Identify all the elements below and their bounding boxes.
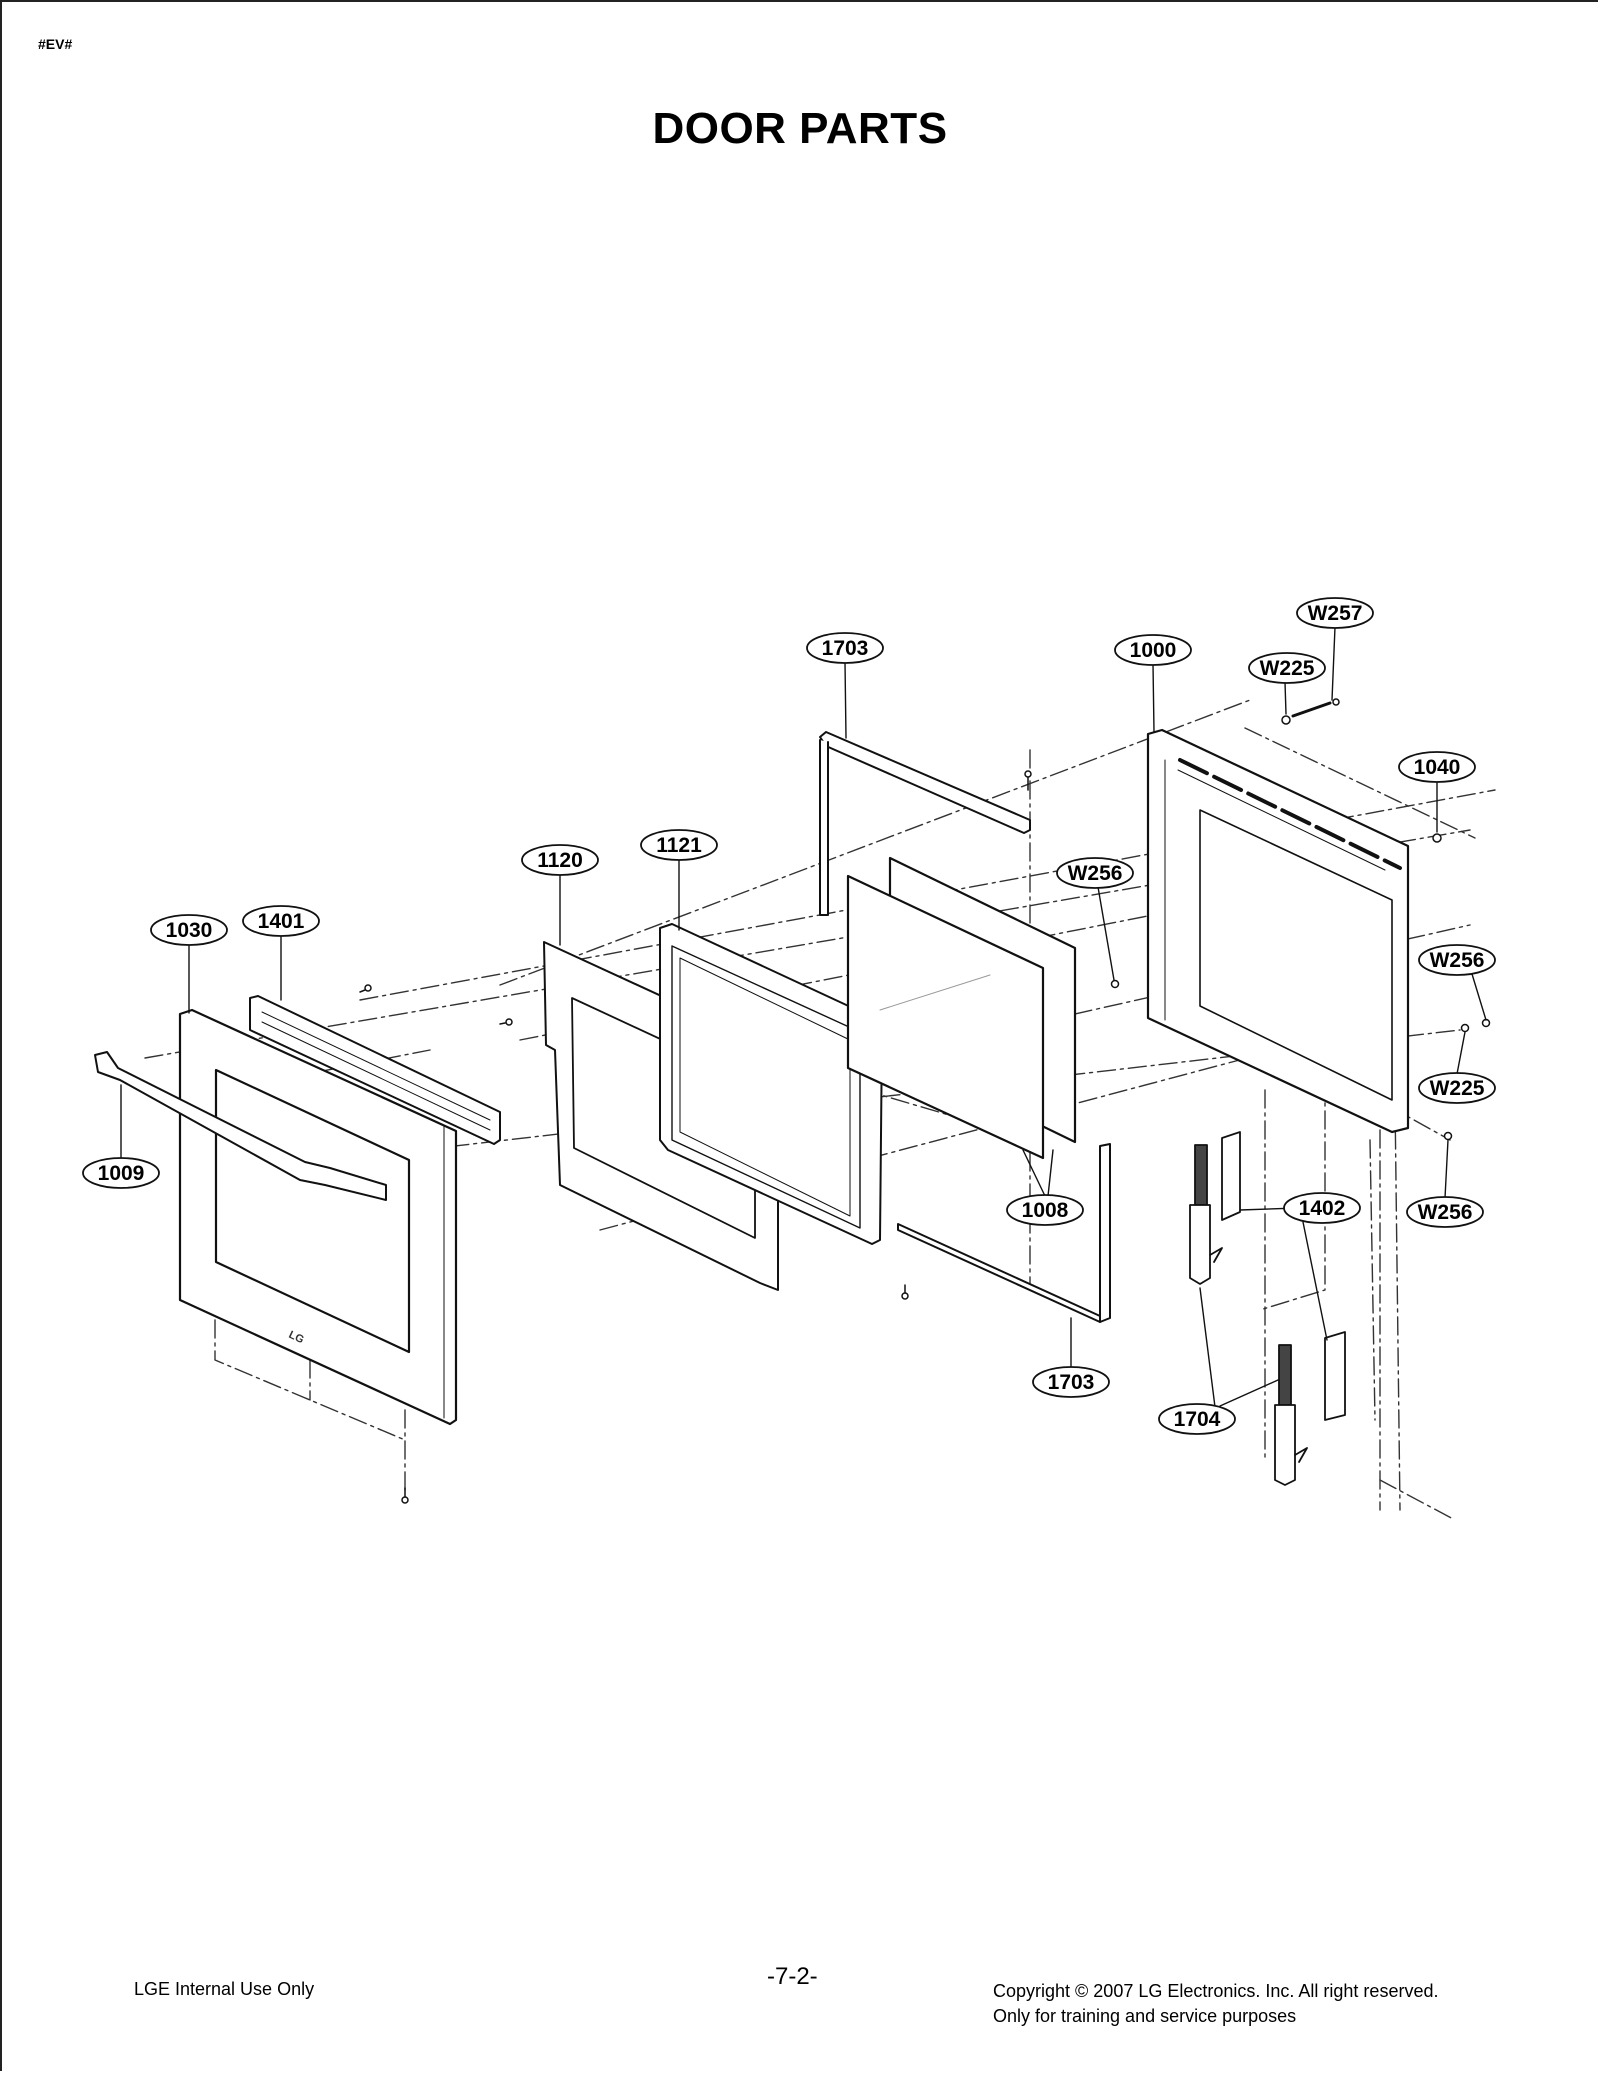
part-1704-door-hinge: [1189, 1144, 1308, 1486]
svg-text:W257: W257: [1308, 602, 1363, 625]
callout-w256-right: W256: [1418, 944, 1496, 976]
svg-text:1704: 1704: [1174, 1408, 1221, 1431]
copyright-line-1: Copyright © 2007 LG Electronics. Inc. Al…: [993, 1981, 1439, 2001]
lg-logo-mark: LG: [287, 1329, 306, 1346]
callout-1703-top: 1703: [806, 632, 884, 664]
part-1401-top-trim: [249, 995, 501, 1145]
svg-text:1000: 1000: [1130, 639, 1177, 662]
callouts: W257 1703 1000 W225 1040 1121 1120 W256 …: [82, 597, 1496, 1435]
svg-text:1040: 1040: [1414, 756, 1461, 779]
screw-icon: [401, 1487, 409, 1504]
callout-1401: 1401: [242, 905, 320, 937]
callout-1120: 1120: [521, 844, 599, 876]
part-1703-bottom-gasket: [897, 1143, 1111, 1323]
svg-text:1030: 1030: [166, 919, 213, 942]
svg-text:1008: 1008: [1022, 1199, 1069, 1222]
part-1703-top-gasket: [819, 731, 1031, 916]
footer-internal-use: LGE Internal Use Only: [134, 1979, 315, 1999]
callout-w256-bottom: W256: [1406, 1196, 1484, 1228]
callout-w225-top: W225: [1248, 652, 1326, 684]
svg-text:W256: W256: [1430, 949, 1485, 972]
part-1008-door-glass: [846, 856, 1077, 1160]
svg-text:W225: W225: [1430, 1077, 1485, 1100]
callout-1000: 1000: [1114, 634, 1192, 666]
washer-icon: [1110, 979, 1120, 989]
callout-1703-bottom: 1703: [1032, 1366, 1110, 1398]
part-1030-outer-door-panel: LG: [178, 1008, 458, 1426]
svg-text:W256: W256: [1418, 1201, 1473, 1224]
part-1121-glass-bracket-frame: [659, 923, 883, 1245]
screw-icon: [499, 1018, 513, 1026]
svg-text:1120: 1120: [537, 849, 583, 872]
svg-text:1703: 1703: [1048, 1371, 1095, 1394]
callout-w256-mid: W256: [1056, 857, 1134, 889]
part-1402-hinge-cover: [1221, 1131, 1346, 1421]
callout-w225-right: W225: [1418, 1072, 1496, 1104]
screw-icon: [901, 1284, 909, 1300]
svg-text:1009: 1009: [98, 1162, 145, 1185]
callout-1008: 1008: [1006, 1194, 1084, 1226]
svg-text:1402: 1402: [1299, 1197, 1346, 1220]
screw-icon: [1024, 770, 1032, 791]
callout-1030: 1030: [150, 914, 228, 946]
part-1000-inner-door-frame: [1146, 728, 1410, 1134]
document-tag: #EV#: [38, 36, 73, 52]
callout-w257: W257: [1296, 597, 1374, 629]
callout-1704: 1704: [1158, 1403, 1236, 1435]
washer-icon: [1432, 833, 1442, 843]
screw-icon: [359, 984, 372, 993]
footer-copyright: Copyright © 2007 LG Electronics. Inc. Al…: [993, 1979, 1438, 2029]
part-1009-door-handle: [94, 1051, 387, 1201]
copyright-line-2: Only for training and service purposes: [993, 2006, 1297, 2026]
svg-text:1121: 1121: [656, 834, 702, 857]
washer-icon: [1460, 1023, 1470, 1033]
leader-lines: [120, 626, 1487, 1408]
callout-1009: 1009: [82, 1157, 160, 1189]
washer-icon: [1281, 715, 1291, 725]
page-title: DOOR PARTS: [652, 104, 948, 153]
callout-1121: 1121: [640, 829, 718, 861]
svg-text:1703: 1703: [822, 637, 869, 660]
svg-text:1401: 1401: [258, 910, 305, 933]
fasteners: [359, 698, 1491, 1504]
callout-1040: 1040: [1398, 751, 1476, 783]
screw-icon: [1291, 698, 1340, 718]
svg-text:W225: W225: [1260, 657, 1315, 680]
page-number: -7-2-: [767, 1963, 818, 1990]
washer-icon: [1443, 1131, 1453, 1141]
svg-text:W256: W256: [1068, 862, 1123, 885]
callout-1402: 1402: [1283, 1192, 1361, 1224]
